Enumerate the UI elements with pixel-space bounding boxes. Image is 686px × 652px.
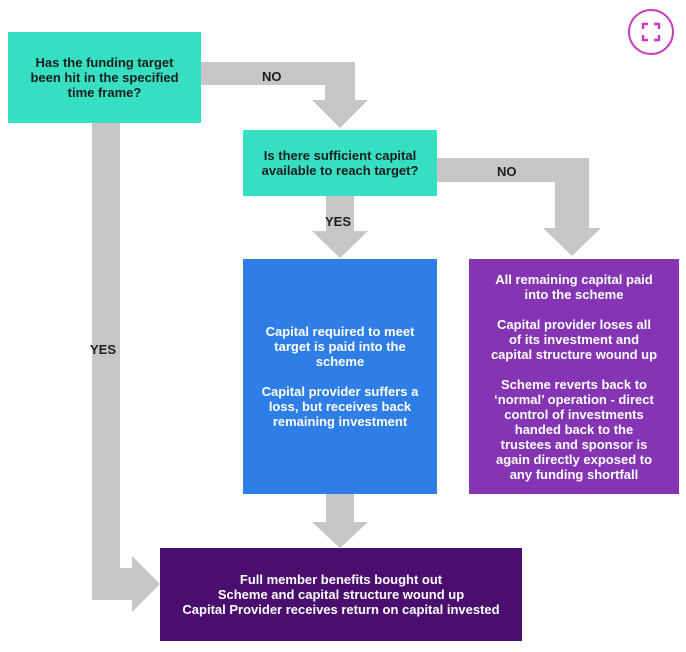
question-sufficient-capital-line2: available to reach target?: [261, 163, 419, 178]
capital-paid-p2-line2: loss, but receives back: [268, 399, 412, 414]
remaining-capital-p2-line2: of its investment and: [508, 331, 640, 347]
remaining-capital-p2-line1: Capital provider loses all: [497, 316, 651, 332]
no-label-1: NO: [262, 69, 282, 84]
remaining-capital-para3: Scheme reverts back to ‘normal’ operatio…: [494, 377, 654, 482]
capital-paid-p1-line1: Capital required to meet: [265, 324, 415, 339]
no-label-2: NO: [497, 164, 517, 179]
capital-paid-p1-line3: scheme: [315, 354, 365, 369]
yes-label-2: YES: [325, 214, 352, 229]
remaining-capital-p2-line3: capital structure wound up: [490, 346, 658, 362]
question-sufficient-capital-line1: Is there sufficient capital: [263, 148, 417, 163]
capital-paid-p1-line2: target is paid into the: [274, 339, 406, 354]
arrow-blue-to-final: [312, 494, 368, 548]
benefits-bought-out-line2: Scheme and capital structure wound up: [217, 587, 465, 602]
remaining-capital-para2: Capital provider loses all of its invest…: [491, 317, 657, 362]
arrow-q1-to-final: [92, 123, 160, 612]
question-funding-target-line3: time frame?: [67, 85, 142, 100]
arrow-q1-to-q2: [200, 62, 368, 128]
arrow-q2-to-purple: [437, 158, 601, 256]
expand-button[interactable]: [628, 9, 674, 55]
benefits-bought-out-line3: Capital Provider receives return on capi…: [182, 602, 500, 617]
capital-paid-p2-line3: remaining investment: [272, 414, 408, 429]
question-funding-target-box: Has the funding target been hit in the s…: [8, 32, 201, 123]
capital-paid-para2: Capital provider suffers a loss, but rec…: [262, 384, 419, 429]
capital-paid-box: Capital required to meet target is paid …: [243, 259, 437, 494]
remaining-capital-p3-line4: handed back to the: [514, 421, 634, 437]
remaining-capital-para1: All remaining capital paid into the sche…: [495, 272, 652, 302]
arrow-q2-to-blue: [312, 196, 368, 258]
remaining-capital-p3-line2: ‘normal’ operation - direct: [494, 391, 654, 407]
benefits-bought-out-line1: Full member benefits bought out: [239, 572, 443, 587]
question-funding-target-line1: Has the funding target: [35, 55, 174, 70]
capital-paid-p2-line1: Capital provider suffers a: [261, 384, 419, 399]
remaining-capital-box: All remaining capital paid into the sche…: [469, 259, 679, 494]
remaining-capital-p1-line1: All remaining capital paid: [495, 271, 653, 287]
capital-paid-para1: Capital required to meet target is paid …: [266, 324, 415, 369]
yes-label-1: YES: [90, 342, 117, 357]
question-funding-target-line2: been hit in the specified: [30, 70, 179, 85]
benefits-bought-out-box: Full member benefits bought out Scheme a…: [160, 548, 522, 641]
remaining-capital-p3-line1: Scheme reverts back to: [501, 376, 647, 392]
remaining-capital-p1-line2: into the scheme: [524, 286, 624, 302]
remaining-capital-p3-line7: any funding shortfall: [509, 466, 639, 482]
question-sufficient-capital-box: Is there sufficient capital available to…: [243, 130, 437, 196]
expand-icon: [641, 22, 661, 42]
remaining-capital-p3-line5: trustees and sponsor is: [500, 436, 648, 452]
remaining-capital-p3-line6: again directly exposed to: [495, 451, 653, 467]
remaining-capital-p3-line3: control of investments: [504, 406, 644, 422]
